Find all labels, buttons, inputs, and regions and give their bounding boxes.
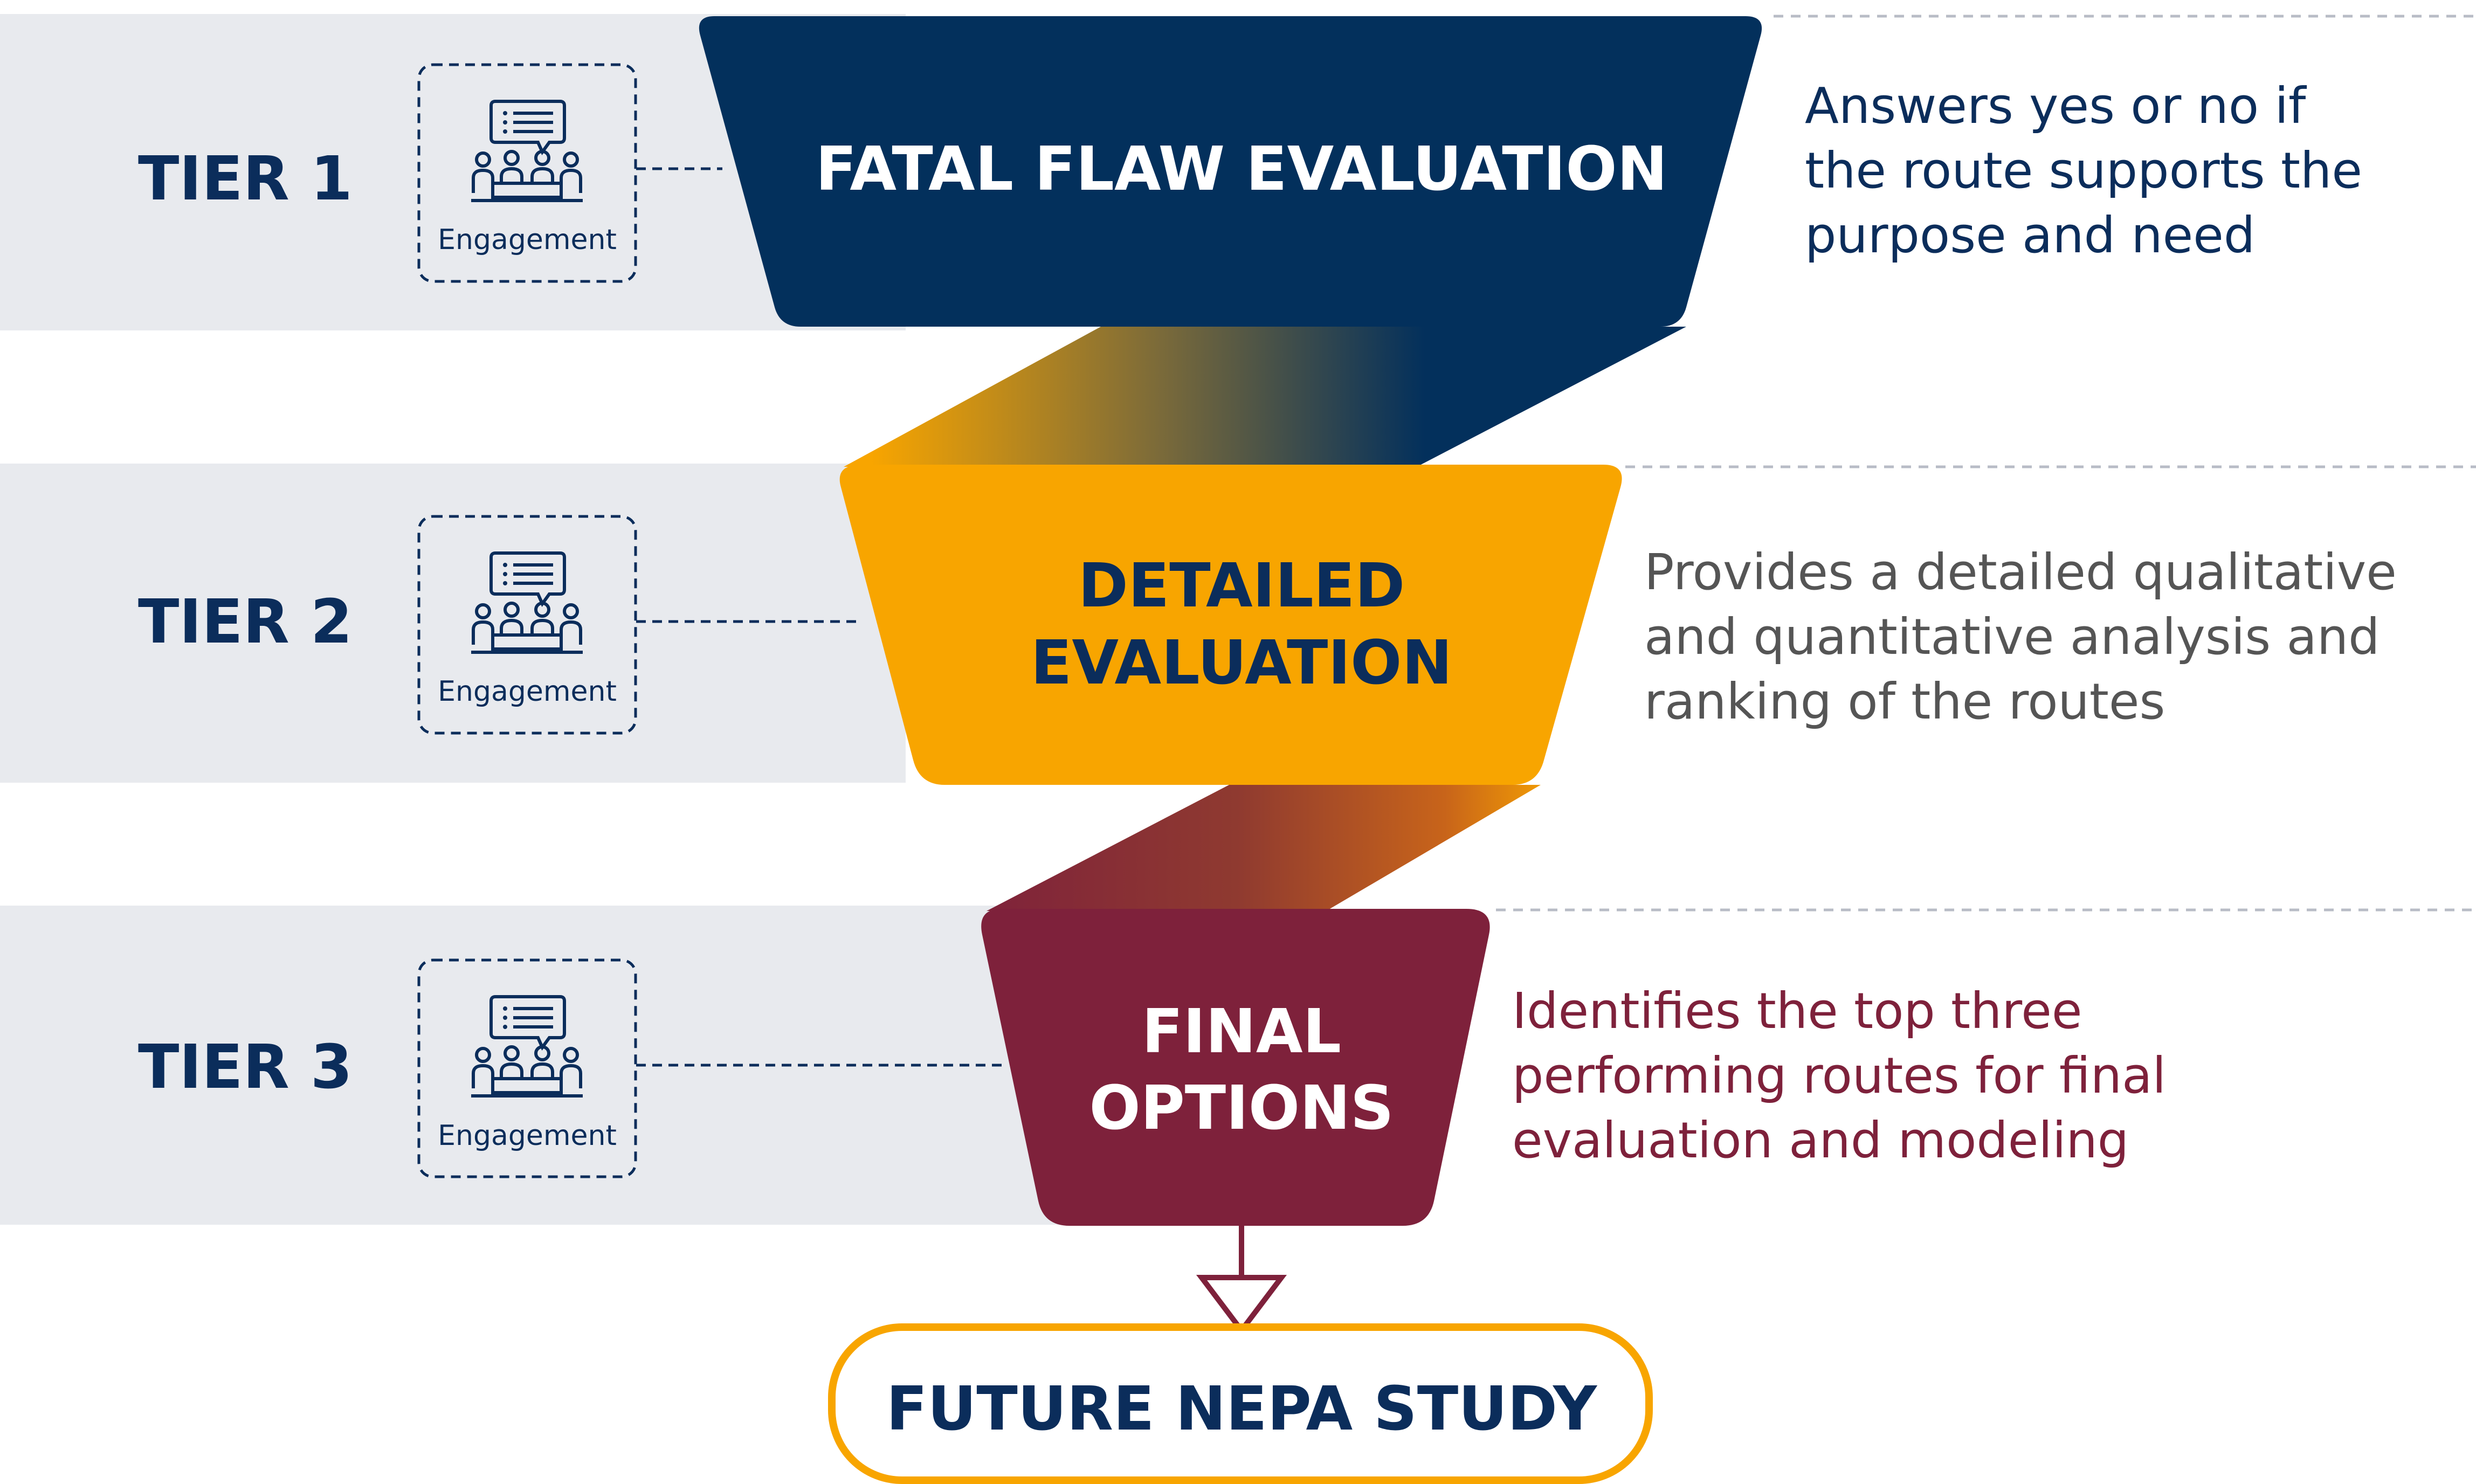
tier-2-description-line-2: and quantitative analysis and xyxy=(1644,608,2380,666)
tier-1-description-line-1: Answers yes or no if xyxy=(1805,77,2307,135)
tier-3-engagement-label: Engagement xyxy=(438,1120,617,1152)
tier-2-band xyxy=(0,464,906,783)
connector-tier1-tier2 xyxy=(844,327,1686,467)
arrow-down-icon xyxy=(1196,1275,1287,1335)
tier-1-label: TIER 1 xyxy=(138,144,353,214)
tier-1-description-line-2: the route supports the xyxy=(1805,142,2362,199)
stage-final-options-line-2: OPTIONS xyxy=(1089,1073,1394,1143)
tier-2-description-line-1: Provides a detailed qualitative xyxy=(1644,543,2397,601)
stage-final-options xyxy=(981,909,1490,1226)
stage-fatal-flaw xyxy=(699,16,1762,327)
tier-3-label: TIER 3 xyxy=(138,1032,353,1102)
stage-detailed-evaluation-line-2: EVALUATION xyxy=(1031,628,1452,698)
stage-final-options-line-1: FINAL xyxy=(1142,997,1341,1067)
tier-3-description-line-2: performing routes for final xyxy=(1512,1047,2166,1105)
tier-1-description-line-3: purpose and need xyxy=(1805,206,2255,264)
future-nepa-study-label: FUTURE NEPA STUDY xyxy=(886,1374,1598,1444)
connector-tier2-tier3 xyxy=(987,785,1541,911)
tier-3-description-line-3: evaluation and modeling xyxy=(1512,1112,2129,1169)
tier-2-engagement-label: Engagement xyxy=(438,675,617,708)
tier-2-description-line-3: ranking of the routes xyxy=(1644,673,2165,730)
future-nepa-study-box xyxy=(828,1323,1653,1484)
tier-2-label: TIER 2 xyxy=(138,587,353,657)
stage-detailed-evaluation-line-1: DETAILED xyxy=(1078,551,1405,621)
tier-3-description-line-1: Identifies the top three xyxy=(1512,982,2082,1040)
stage-detailed-evaluation xyxy=(839,465,1622,785)
stage-fatal-flaw-title: FATAL FLAW EVALUATION xyxy=(816,134,1668,204)
tier-1-engagement-label: Engagement xyxy=(438,224,617,256)
